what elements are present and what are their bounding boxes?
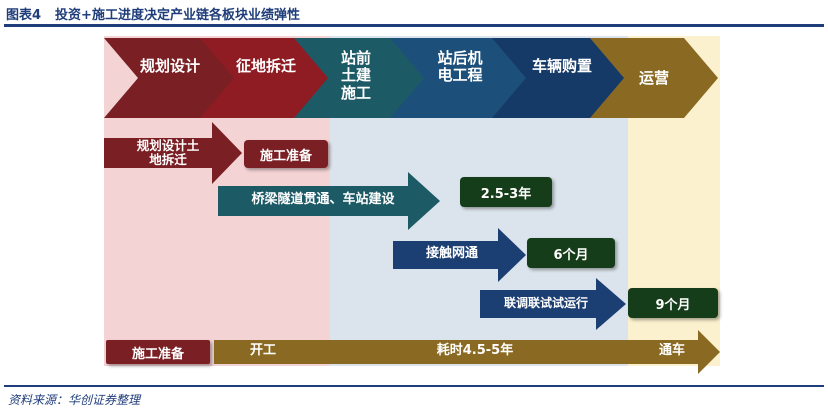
timeline-end-label: 通车 (658, 343, 685, 358)
phase-chevron-3 (294, 38, 426, 118)
timeline-start-label: 开工 (250, 343, 277, 358)
figure-title-text: 投资+施工进度决定产业链各板块业绩弹性 (55, 8, 300, 23)
phase-label-4: 站后机电工程 (437, 49, 483, 85)
testing-duration-box: 9个月 (628, 288, 718, 318)
testing-arrow (480, 278, 626, 330)
phase-chevron-5 (492, 38, 626, 118)
phase-label-1: 规划设计 (140, 57, 201, 75)
top-rule (4, 24, 824, 27)
phase-label-6: 运营 (638, 69, 669, 87)
phase-label-5: 车辆购置 (532, 57, 593, 75)
phase-label-3: 站前土建施工 (340, 49, 371, 102)
testing-label: 联调联试试运行 (503, 296, 588, 310)
phase-chevron-1 (104, 38, 236, 118)
catenary-arrow (393, 228, 526, 282)
figure-title: 图表4 投资+施工进度决定产业链各板块业绩弹性 (6, 4, 300, 23)
timeline-prep-box: 施工准备 (106, 340, 210, 364)
planning-label: 规划设计土地拆迁 (136, 138, 200, 168)
catenary-label: 接触网通 (425, 246, 478, 261)
phase-label-2: 征地拆迁 (236, 57, 297, 75)
source-note: 资料来源：华创证券整理 (8, 393, 141, 407)
bridge-label: 桥梁隧道贯通、车站建设 (251, 192, 395, 207)
phase-chevron-6 (590, 38, 718, 118)
planning-arrow (104, 122, 242, 184)
figure-number: 图表4 (6, 8, 42, 23)
catenary-duration-box: 6个月 (527, 238, 615, 268)
timeline-arrow (214, 330, 720, 374)
bridge-arrow (218, 172, 440, 230)
phase-chevron-4 (390, 38, 528, 118)
bottom-rule (4, 385, 824, 387)
prep-box: 施工准备 (244, 140, 328, 168)
timeline-duration-label: 耗时4.5-5年 (436, 343, 514, 358)
phase-chevron-2 (200, 38, 330, 118)
bridge-duration-box: 2.5-3年 (460, 177, 552, 207)
